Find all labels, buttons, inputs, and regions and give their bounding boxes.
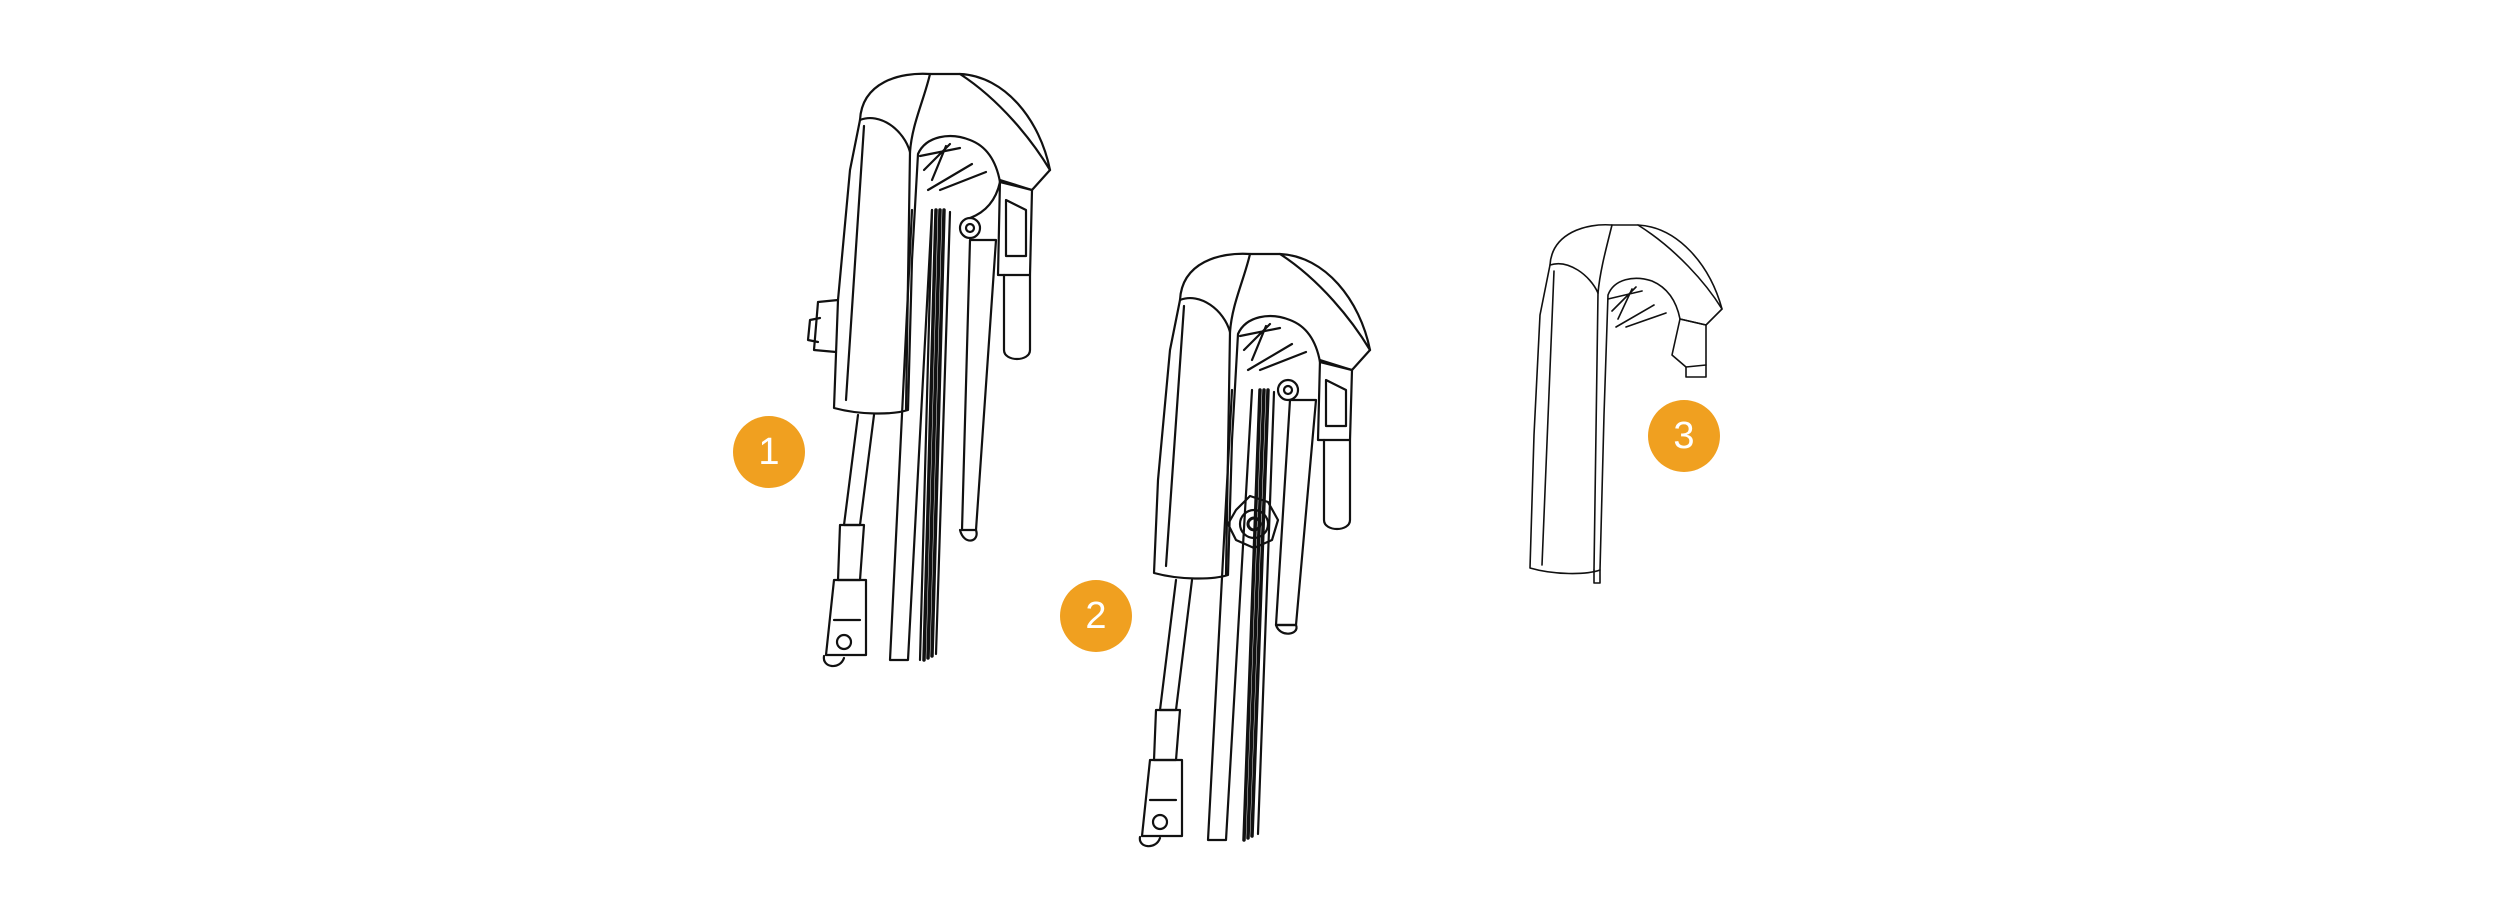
callout-number-2: 2 [1085, 595, 1107, 637]
callout-badge-3: 3 [1648, 400, 1720, 472]
part-2-drawing [1138, 252, 1372, 848]
part-3-drawing [1529, 223, 1723, 584]
part-1-drawing [806, 72, 1052, 668]
callout-badge-1: 1 [733, 416, 805, 488]
callout-number-1: 1 [758, 431, 780, 473]
callout-badge-2: 2 [1060, 580, 1132, 652]
callout-number-3: 3 [1673, 415, 1695, 457]
